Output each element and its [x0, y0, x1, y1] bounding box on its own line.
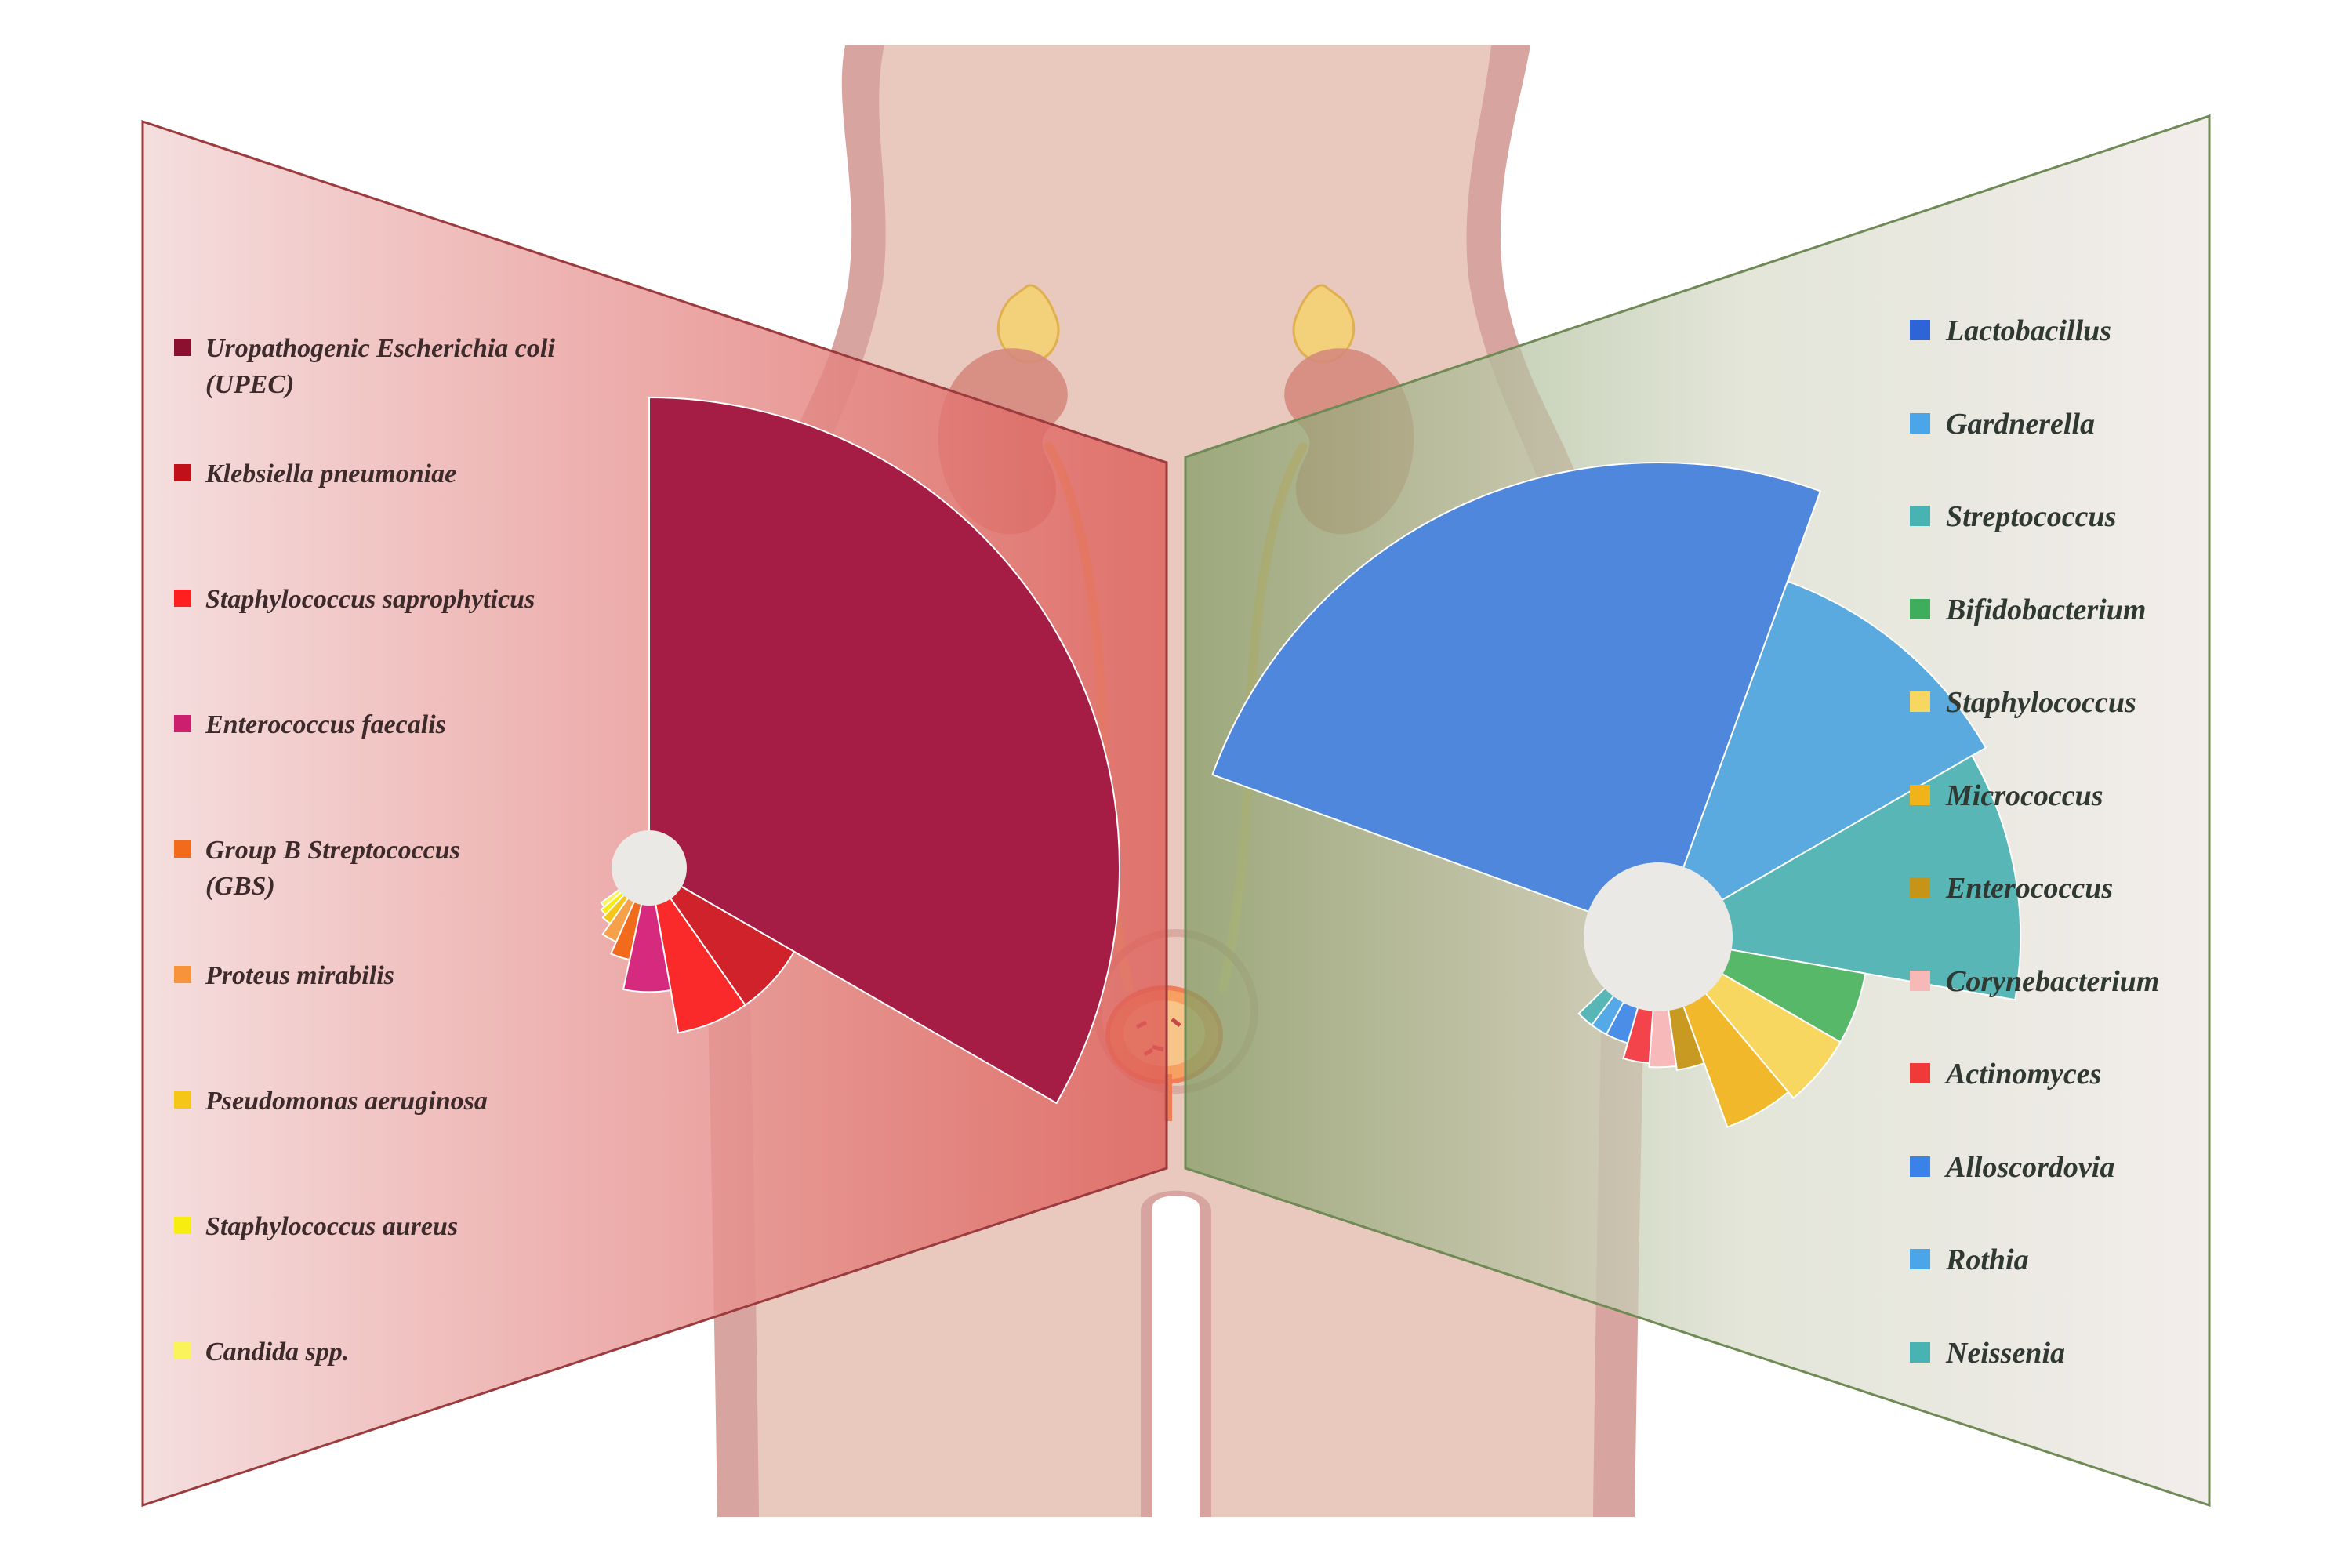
microbiome-sector-lactobacillus — [1211, 462, 1822, 938]
legend-swatch — [1910, 970, 1930, 991]
legend-label: Corynebacterium — [1946, 964, 2160, 998]
legend-label: Rothia — [1946, 1243, 2029, 1276]
legend-label: Actinomyces — [1946, 1058, 2102, 1091]
leg-gap — [1159, 1208, 1193, 1517]
legend-label: Micrococcus — [1946, 779, 2103, 812]
legend-item: Alloscordovia — [1910, 1150, 2333, 1185]
legend-item: Bifidobacterium — [1910, 593, 2333, 627]
legend-label: Proteus mirabilis — [205, 961, 394, 990]
pathogen-sector-enterococcus-faecalis — [622, 867, 672, 993]
legend-swatch — [1910, 1341, 1930, 1363]
legend-item: Streptococcus — [1910, 499, 2333, 534]
legend-label: Alloscordovia — [1946, 1150, 2115, 1184]
legend-item: Corynebacterium — [1910, 964, 2333, 999]
legend-swatch — [1910, 1063, 1930, 1083]
microbiome-rose-center-hole — [1584, 862, 1733, 1011]
legend-item: Staphylococcus — [1910, 685, 2333, 720]
legend-label: Pseudomonas aeruginosa — [205, 1087, 488, 1116]
microbiome-sector-gardnerella — [1657, 580, 1987, 939]
microbiome-sector-streptococcus — [1656, 754, 2022, 1001]
legend-swatch — [1910, 691, 1930, 712]
adrenal-gland-right — [1292, 284, 1356, 364]
legend-item: Staphylococcus aureus — [174, 1209, 613, 1245]
legend-swatch — [174, 590, 191, 607]
legend-label: Staphylococcus saprophyticus — [205, 585, 535, 614]
legend-swatch — [174, 464, 191, 481]
legend-label: Enterococcus faecalis — [205, 710, 446, 739]
legend-swatch — [1910, 1156, 1930, 1177]
legend-item: Actinomyces — [1910, 1057, 2333, 1091]
legend-swatch — [174, 1091, 191, 1109]
legend-item: Proteus mirabilis — [174, 958, 613, 994]
legend-label: Streptococcus — [1946, 500, 2117, 533]
legend-label: Staphylococcus — [1946, 686, 2136, 719]
legend-item: Staphylococcus saprophyticus — [174, 582, 613, 618]
legend-item: Rothia — [1910, 1243, 2333, 1277]
legend-swatch — [174, 339, 191, 356]
legend-label: Uropathogenic Escherichia coli (UPEC) — [205, 334, 555, 399]
legend-item: Gardnerella — [1910, 407, 2333, 441]
legend-swatch — [1910, 506, 1930, 526]
legend-swatch — [1910, 784, 1930, 805]
legend-label: Enterococcus — [1946, 872, 2114, 905]
legend-item: Neissenia — [1910, 1336, 2333, 1370]
adrenal-gland-left — [996, 284, 1060, 364]
microbiome-rose-chart — [1211, 462, 2022, 1128]
legend-swatch — [1910, 877, 1930, 898]
legend-swatch — [1910, 412, 1930, 434]
legend-item: Uropathogenic Escherichia coli (UPEC) — [174, 331, 613, 403]
legend-label: Bifidobacterium — [1946, 593, 2147, 626]
pathogen-rose-center-hole — [612, 830, 687, 906]
legend-swatch — [174, 715, 191, 732]
legend-swatch — [1910, 320, 1930, 340]
legend-item: Lactobacillus — [1910, 314, 2333, 348]
bacteria-mark-3 — [1171, 1018, 1181, 1027]
pathogen-rose-chart — [600, 396, 1120, 1105]
legend-item: Enterococcus faecalis — [174, 707, 613, 743]
legend-label: Lactobacillus — [1946, 314, 2112, 347]
legend-item: Candida spp. — [174, 1334, 613, 1370]
legend-swatch — [1910, 598, 1930, 619]
legend-item: Enterococcus — [1910, 871, 2333, 906]
pathogen-sector-uropathogenic-escherichia-coli-upec — [648, 396, 1120, 1105]
legend-swatch — [1910, 1249, 1930, 1269]
legend-item: Klebsiella pneumoniae — [174, 456, 613, 492]
legend-swatch — [174, 840, 191, 858]
legend-label: Klebsiella pneumoniae — [205, 459, 457, 488]
pathogen-sector-staphylococcus-saprophyticus — [648, 867, 746, 1034]
legend-label: Staphylococcus aureus — [205, 1212, 459, 1241]
legend-swatch — [174, 966, 191, 983]
legend-swatch — [174, 1217, 191, 1234]
legend-item: Pseudomonas aeruginosa — [174, 1083, 613, 1120]
legend-label: Gardnerella — [1946, 407, 2095, 441]
legend-label: Candida spp. — [205, 1338, 350, 1367]
legend-swatch — [174, 1342, 191, 1359]
legend-item: Group B Streptococcus (GBS) — [174, 833, 613, 905]
legend-label: Neissenia — [1946, 1336, 2065, 1370]
legend-label: Group B Streptococcus (GBS) — [205, 836, 460, 901]
legend-item: Micrococcus — [1910, 779, 2333, 813]
